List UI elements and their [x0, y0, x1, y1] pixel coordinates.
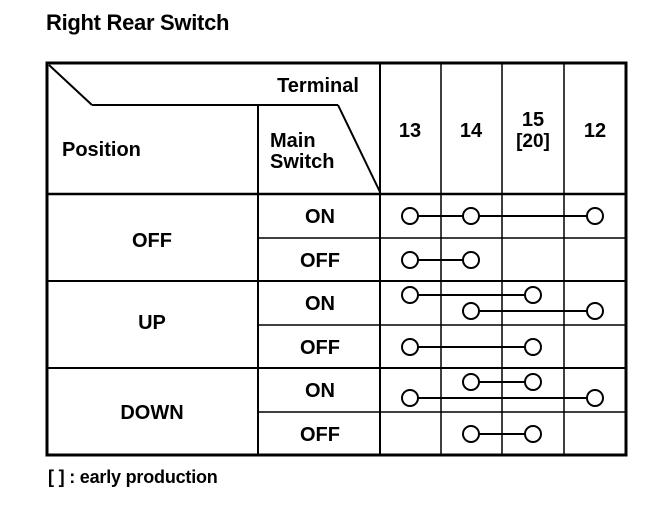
terminal-node-12: [586, 207, 604, 225]
terminal-sublabel-15: [20]: [516, 131, 550, 152]
terminal-node-15: [524, 286, 542, 304]
position-label-off: OFF: [132, 230, 172, 252]
terminal-node-13: [401, 389, 419, 407]
main-switch-label: OFF: [300, 424, 340, 446]
table-rows: OFF ON OFF UP ON OFF DOWN ON OFF: [120, 206, 340, 446]
terminal-label-12: 12: [584, 120, 606, 142]
terminal-header: Terminal: [277, 75, 359, 97]
terminal-node-15: [524, 373, 542, 391]
page-title: Right Rear Switch: [46, 10, 230, 35]
terminal-node-15: [524, 425, 542, 443]
position-label-down: DOWN: [120, 402, 183, 424]
table-grid: [45, 61, 628, 457]
terminal-node-12: [586, 389, 604, 407]
main-switch-label: ON: [305, 206, 335, 228]
main-switch-label: OFF: [300, 337, 340, 359]
position-label-up: UP: [138, 312, 166, 334]
main-switch-header-line2: Switch: [270, 151, 334, 173]
terminal-node-13: [401, 251, 419, 269]
terminal-node-14: [462, 207, 480, 225]
terminal-node-14: [462, 302, 480, 320]
main-switch-label: ON: [305, 380, 335, 402]
terminal-node-15: [524, 338, 542, 356]
terminal-node-13: [401, 338, 419, 356]
terminal-node-13: [401, 286, 419, 304]
main-switch-header-line1: Main: [270, 130, 316, 152]
terminal-label-15: 15: [522, 109, 544, 131]
terminal-label-14: 14: [460, 120, 483, 142]
position-header: Position: [62, 139, 141, 161]
terminal-node-14: [462, 251, 480, 269]
footnote: [ ] : early production: [48, 467, 218, 487]
terminal-node-12: [586, 302, 604, 320]
main-switch-label: OFF: [300, 250, 340, 272]
terminal-node-13: [401, 207, 419, 225]
terminal-node-14: [462, 425, 480, 443]
terminal-label-13: 13: [399, 120, 421, 142]
main-switch-label: ON: [305, 293, 335, 315]
terminal-node-14: [462, 373, 480, 391]
connections: [401, 207, 604, 443]
terminal-headers: 13 14 15[20] 12: [399, 109, 606, 152]
